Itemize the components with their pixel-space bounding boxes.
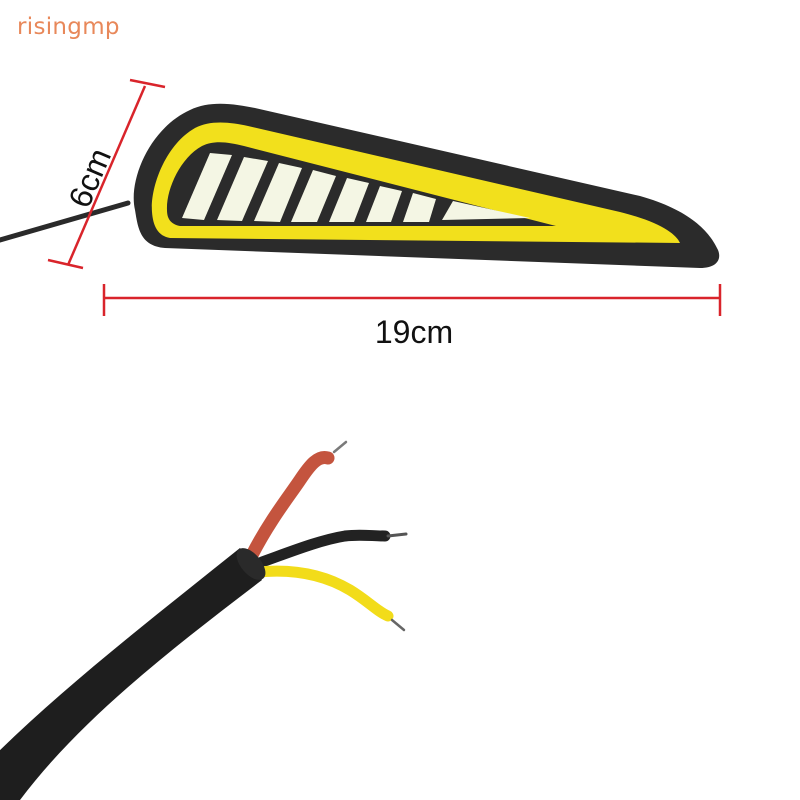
wire-red-tip <box>332 440 348 454</box>
led-segment <box>217 157 268 221</box>
led-segment <box>329 178 369 222</box>
cable-closeup <box>0 440 408 800</box>
light-lead-wire <box>0 200 131 243</box>
wire-black <box>256 529 391 568</box>
width-dimension <box>102 284 722 316</box>
watermark: risingmp <box>17 14 120 40</box>
cable-jacket-end <box>236 548 266 580</box>
led-segment <box>254 163 302 222</box>
wire-red <box>245 451 335 562</box>
wire-yellow-tip <box>390 618 406 632</box>
height-dimension-label: 6cm <box>61 143 118 213</box>
led-segment <box>442 201 530 220</box>
wire-yellow <box>252 565 394 622</box>
led-segment <box>291 170 336 222</box>
height-dimension-line <box>66 85 147 266</box>
led-segment <box>403 193 436 222</box>
height-dimension <box>47 78 166 270</box>
drl-led-segments <box>182 153 530 222</box>
wire-black-tip <box>386 532 408 538</box>
led-segment <box>182 153 232 220</box>
led-segment <box>366 186 402 222</box>
cable-jacket <box>0 548 262 800</box>
height-dimension-cap-top <box>129 78 166 89</box>
drl-light <box>133 103 720 269</box>
height-dimension-cap-bottom <box>47 258 84 270</box>
width-dimension-label: 19cm <box>375 314 453 350</box>
